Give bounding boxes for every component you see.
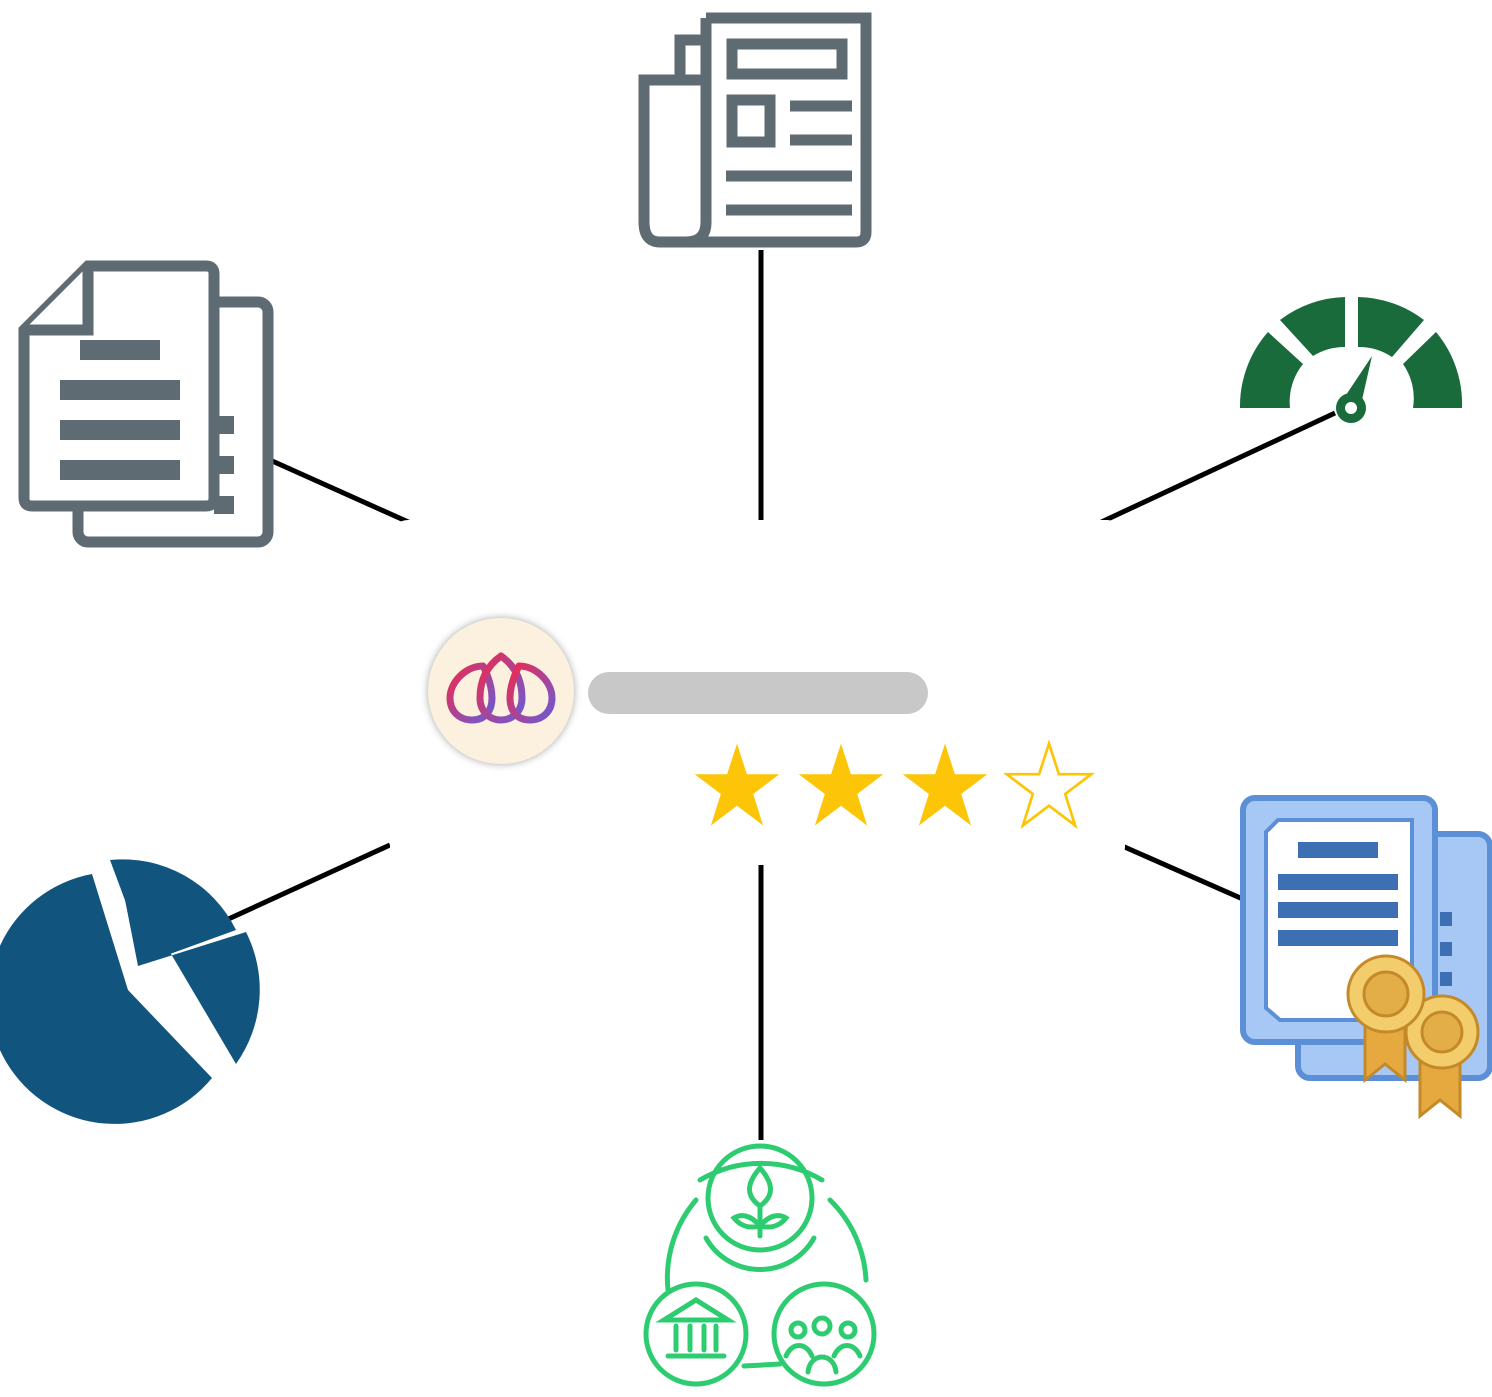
newspaper-icon (638, 12, 872, 248)
connector-docs (268, 457, 417, 528)
avatar (428, 618, 574, 764)
connectors (198, 250, 1337, 1140)
star-filled-icon (694, 743, 780, 826)
star-filled-icon (798, 743, 884, 826)
name-placeholder-bar (588, 672, 928, 714)
pie-chart-icon (0, 859, 260, 1124)
connector-cert (1118, 842, 1247, 903)
connector-pie (198, 842, 392, 935)
award-ribbon-back (1404, 994, 1480, 1120)
star-filled-icon (902, 743, 988, 826)
intertwined-loops-logo-icon (446, 652, 556, 724)
speedometer-icon (1239, 297, 1463, 423)
star-empty-icon (1004, 740, 1094, 830)
certificates-icon (1240, 795, 1492, 1120)
connector-gauge (1093, 410, 1337, 528)
documents-icon (18, 260, 274, 548)
award-ribbon-front (1346, 954, 1426, 1084)
esg-sustainability-icon (643, 1143, 877, 1387)
star-rating (692, 740, 1094, 830)
